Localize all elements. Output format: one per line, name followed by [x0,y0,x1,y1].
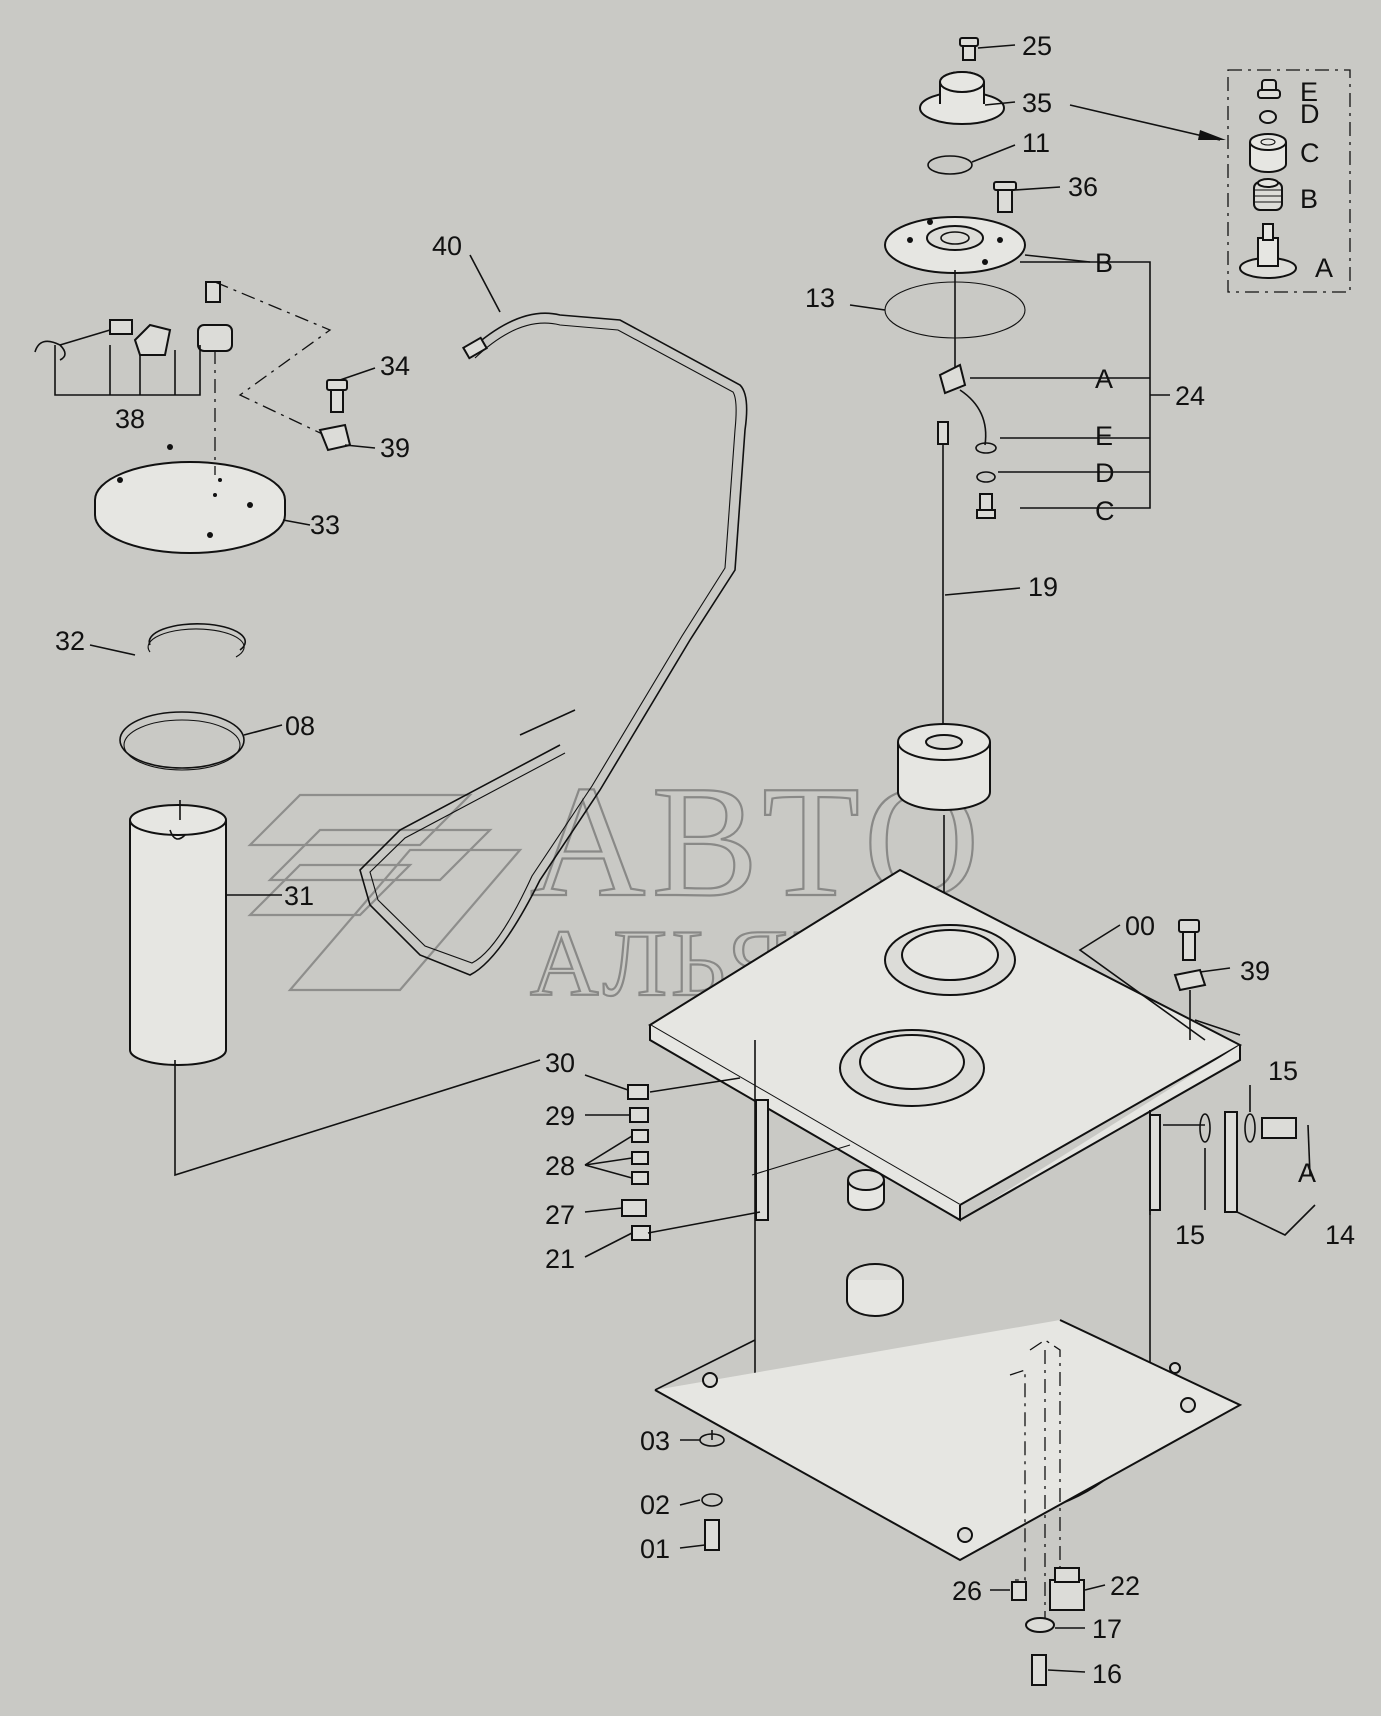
tank-base-plate [654,1319,1243,1562]
callout-08: 08 [285,711,315,741]
callout-34: 34 [380,351,410,381]
callout-39b: 39 [1240,956,1270,986]
callout-27: 27 [545,1200,575,1230]
washer-d [976,471,996,483]
inset-label-e: E [1300,77,1318,107]
level-gauge [755,1099,769,1221]
plug-26 [1011,1581,1027,1601]
snap-ring-32 [148,623,247,651]
callout-13: 13 [805,283,835,313]
callout-02: 02 [640,1490,670,1520]
watermark-logo [247,793,523,992]
callout-17: 17 [1092,1614,1122,1644]
washer-02 [701,1493,723,1507]
callout-19: 19 [1028,572,1058,602]
callout-32: 32 [55,626,85,656]
drain-plug-22 [1049,1579,1085,1611]
suction-strainer-assembly [897,421,991,900]
group-bracket-24 [1020,261,1151,509]
filter-element-31 [129,820,227,1066]
callout-01: 01 [640,1534,670,1564]
inset-part-a: A [1239,223,1333,283]
callout-30: 30 [545,1048,575,1078]
bracket-a [938,363,967,395]
clip-bolt-39-right [1173,919,1207,1040]
inset-label-d: D [1300,99,1320,129]
callout-16: 16 [1092,1659,1122,1689]
washer-e [975,442,997,454]
inset-legend-box: E D C B A [1227,69,1351,293]
callout-38: 38 [115,404,145,434]
callout-e: E [1095,421,1113,451]
callout-d: D [1095,458,1115,488]
callout-b: B [1095,248,1113,278]
strainer-element [897,742,991,811]
callout-25: 25 [1022,31,1052,61]
breather-cap-assembly [884,37,1026,519]
callout-labels: 25 35 11 36 40 B 13 34 A 24 38 39 E D C … [55,31,1355,1689]
sensor-harness-38 [34,281,336,475]
inset-part-c: C [1249,133,1320,173]
bolt-01 [704,1519,720,1551]
callout-15a: 15 [1268,1056,1298,1086]
fittings-group [621,1077,761,1241]
inset-label-a: A [1315,253,1333,283]
plug-16 [1031,1654,1047,1686]
callout-22: 22 [1110,1571,1140,1601]
drain-group [699,1339,1085,1686]
o-ring-08 [119,711,245,769]
o-ring-11 [927,155,973,175]
callout-35: 35 [1022,88,1052,118]
callout-11: 11 [1022,128,1050,158]
clip-bolt-34 [318,379,352,452]
callout-03: 03 [640,1426,670,1456]
inset-part-e: E [1257,77,1318,107]
inset-part-b: B [1253,178,1318,214]
inset-frame [1227,69,1351,293]
callout-26: 26 [952,1576,982,1606]
hydraulic-tank-00 [648,868,1243,1562]
return-filter-assembly [94,444,541,1177]
callout-36: 36 [1068,172,1098,202]
leader-arrowhead [1198,130,1226,140]
callout-14: 14 [1325,1220,1355,1250]
leader-lines [89,44,1311,1673]
callout-31: 31 [284,881,314,911]
callout-a: A [1095,364,1113,394]
callout-00: 00 [1125,911,1155,941]
callout-40: 40 [432,231,462,261]
side-mount-group [1163,1111,1316,1236]
callout-28: 28 [545,1151,575,1181]
callout-29: 29 [545,1101,575,1131]
inset-label-c: C [1300,138,1320,168]
callout-c: C [1095,496,1115,526]
callout-21: 21 [545,1244,575,1274]
inset-label-b: B [1300,184,1318,214]
drain-hose-40 [359,312,748,976]
leader-35-inset [1069,104,1221,141]
callout-24: 24 [1175,381,1205,411]
callout-33: 33 [310,510,340,540]
callout-39a: 39 [380,433,410,463]
washer-17 [1025,1617,1055,1633]
callout-a2: A [1298,1158,1316,1188]
callout-15b: 15 [1175,1220,1205,1250]
inset-part-d: D [1259,99,1320,129]
